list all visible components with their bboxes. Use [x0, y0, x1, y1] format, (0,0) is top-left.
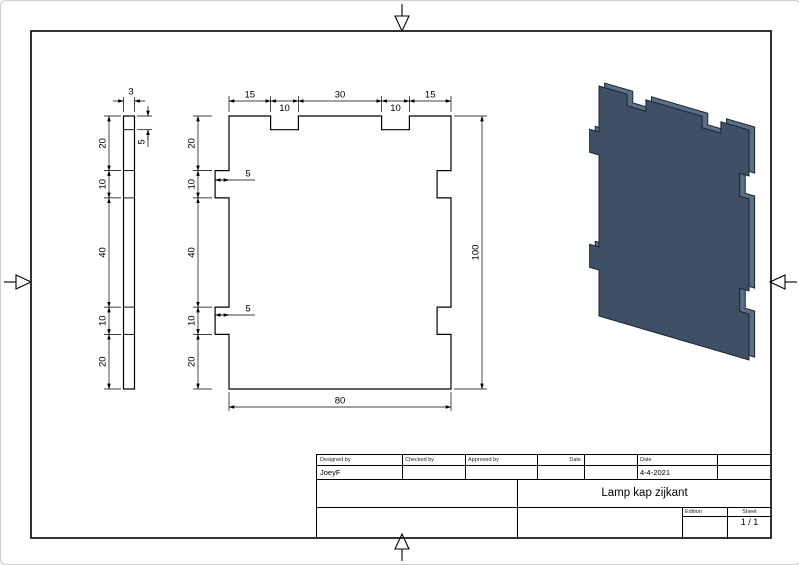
- approved-by-label: Approved by: [468, 457, 499, 463]
- titleblock-line: [317, 479, 772, 480]
- titleblock-line: [537, 455, 538, 479]
- date-label-2: Date: [640, 457, 652, 463]
- dim-front-top-0: 15: [245, 90, 256, 101]
- dim-front-height-lines: [454, 115, 487, 390]
- dim-front-top-3: 10: [390, 103, 401, 114]
- dim-front-tab-lower-text: 5: [245, 304, 250, 315]
- titleblock-line: [402, 455, 403, 479]
- titleblock-line: [317, 507, 772, 508]
- dim-front-left-lines: [193, 115, 212, 390]
- titleblock-line: [584, 455, 585, 479]
- dim-front-top-2: 30: [335, 90, 346, 101]
- dim-side-thickness: [113, 97, 145, 112]
- dim-front-left-0: 20: [187, 138, 198, 149]
- front-view: [214, 115, 452, 390]
- designed-by-label: Designed by: [320, 457, 351, 463]
- dim-side-chain-0: 20: [98, 138, 109, 149]
- dim-front-width-lines: [228, 392, 452, 411]
- designed-by-value: JoeyF: [320, 468, 341, 477]
- titleblock-line: [717, 455, 718, 479]
- center-mark-top: [394, 4, 410, 33]
- dim-side-thickness-text: 3: [128, 87, 133, 98]
- titleblock-line: [317, 465, 772, 466]
- dim-front-left-2: 40: [187, 247, 198, 258]
- date-label-1: Date: [569, 457, 581, 463]
- titleblock-line: [682, 507, 683, 539]
- center-mark-left: [4, 274, 33, 290]
- checked-by-label: Checked by: [405, 457, 435, 463]
- dim-front-top-lines: [228, 96, 452, 112]
- edition-label: Edition: [685, 509, 702, 515]
- dim-front-tab-upper-text: 5: [245, 169, 250, 180]
- titleblock-line: [517, 479, 518, 539]
- dim-side-notch-text: 5: [137, 139, 148, 144]
- dim-side-chain-3: 10: [98, 315, 109, 326]
- titleblock-line: [465, 455, 466, 479]
- iso-view: [590, 79, 755, 362]
- dim-side-notch: [137, 106, 152, 147]
- dim-front-width-text: 80: [335, 396, 346, 407]
- sheet-frame: [30, 30, 772, 539]
- center-mark-bottom: [394, 532, 410, 561]
- dim-side-chain-1: 10: [98, 179, 109, 190]
- dim-front-left-1: 10: [187, 179, 198, 190]
- iso-part-face: [590, 83, 749, 360]
- sheet-value: 1 / 1: [740, 517, 759, 527]
- titleblock-line: [727, 507, 728, 539]
- dim-front-top-1: 10: [279, 103, 290, 114]
- dim-front-left-4: 20: [187, 356, 198, 367]
- dim-side-chain-lines: [104, 115, 121, 390]
- titleblock-line: [637, 455, 638, 479]
- dim-front-left-3: 10: [187, 315, 198, 326]
- side-view: [122, 115, 136, 390]
- drawing-title: Lamp kap zijkant: [601, 487, 688, 499]
- center-mark-right: [768, 274, 797, 290]
- date-value: 4-4-2021: [640, 468, 671, 477]
- title-block: Designed by JoeyF Checked by Approved by…: [316, 454, 772, 539]
- dim-front-height-text: 100: [471, 245, 482, 261]
- dim-side-chain-2: 40: [98, 247, 109, 258]
- sheet-label: Sheet: [742, 509, 757, 515]
- dim-front-top-4: 15: [425, 90, 436, 101]
- dim-side-chain-4: 20: [98, 356, 109, 367]
